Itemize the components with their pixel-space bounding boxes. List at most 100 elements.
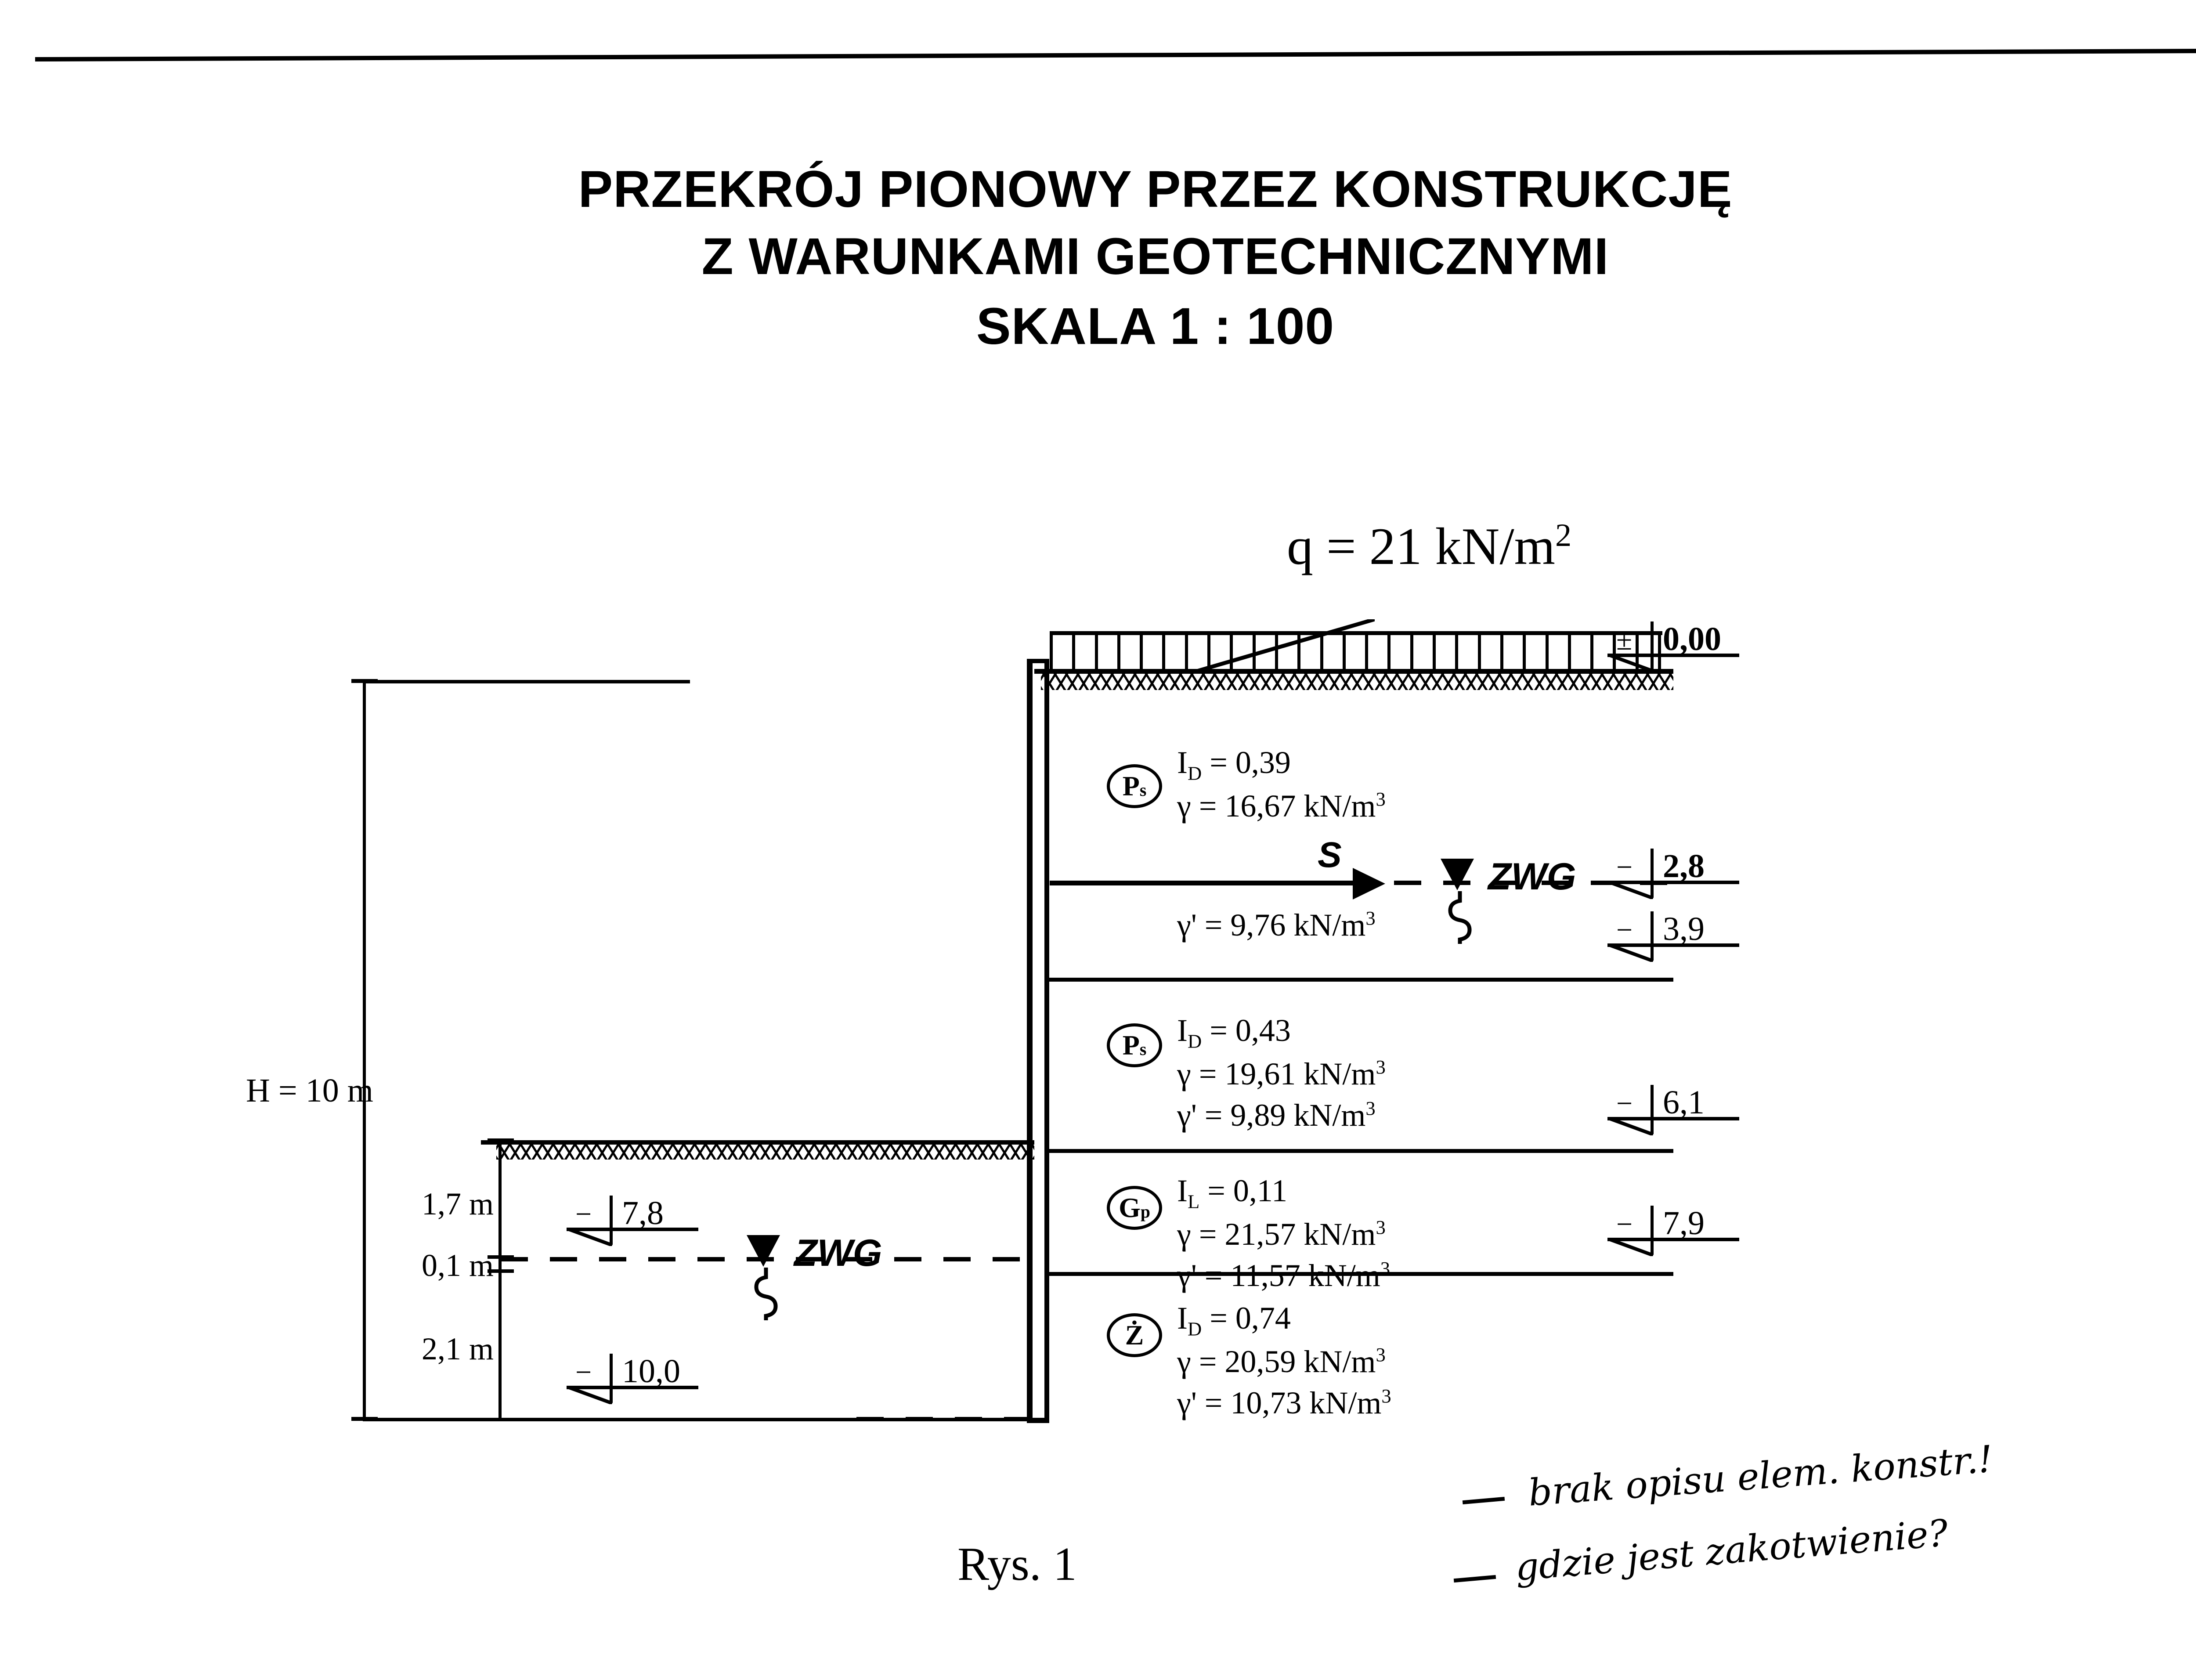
anchor-force-label: S (1318, 835, 1342, 875)
height-dimension-tick-top (351, 679, 378, 683)
soil-submerged-unit-weight-1: γ' = 9,76 kN/m3 (1177, 907, 1376, 943)
elevation-leader (1607, 1117, 1739, 1120)
water-table-squiggle-icon (754, 1268, 778, 1320)
surcharge-tick (1500, 634, 1503, 670)
surcharge-tick (1387, 634, 1391, 670)
elevation-leader (1607, 881, 1739, 884)
anchor-force-arrow-head (1353, 868, 1385, 900)
elevation-arrow-icon (1607, 1117, 1653, 1135)
segment-label-1: 1,7 m (422, 1186, 494, 1221)
header-rule (35, 48, 2196, 61)
surcharge-top-bar (1050, 631, 1662, 635)
surcharge-tick (1635, 634, 1639, 670)
surcharge-tick (1568, 634, 1571, 670)
elevation-sign: − (1616, 1087, 1633, 1120)
surcharge-tick (1207, 634, 1211, 670)
elevation-marker-right-4: −6,1 (1607, 1085, 1752, 1151)
elevation-arrow-icon (1607, 654, 1653, 672)
soil-consistency-index: ID = 0,43 (1177, 1013, 1291, 1052)
elevation-sign: − (575, 1356, 592, 1388)
elevation-marker-right-3: −3,9 (1607, 911, 1752, 977)
height-dimension-line (363, 681, 366, 1420)
soil-unit-weight: γ = 20,59 kN/m3 (1177, 1344, 1386, 1380)
segment-tick-mid-2 (488, 1269, 514, 1273)
elevation-marker-right-5: −7,9 (1607, 1206, 1752, 1272)
surcharge-load-bars (1050, 631, 1662, 670)
elevation-leader (567, 1386, 698, 1389)
ground-hatch-excavation (496, 1144, 1034, 1160)
soil-consistency-index: IL = 0,11 (1177, 1173, 1288, 1213)
soil-symbol-subscript: s (1139, 1040, 1147, 1059)
surcharge-tick (1050, 634, 1053, 670)
elevation-tick (1651, 1085, 1654, 1134)
surcharge-tick (1613, 634, 1616, 670)
surcharge-tick (1658, 634, 1661, 670)
soil-symbol-letter: P (1122, 770, 1140, 802)
segment-label-2: 0,1 m (422, 1248, 494, 1283)
elevation-value: 10,0 (622, 1353, 680, 1390)
surcharge-tick (1320, 634, 1323, 670)
elevation-arrow-icon (567, 1386, 612, 1404)
height-dimension-top-extension (363, 680, 690, 683)
segment-tick-bottom (488, 1418, 514, 1421)
segment-dimension-line (498, 1140, 502, 1421)
title-line-1: PRZEKRÓJ PIONOWY PRZEZ KONSTRUKCJĘ (578, 160, 1733, 218)
surcharge-tick (1117, 634, 1120, 670)
surcharge-tick (1275, 634, 1278, 670)
height-dimension-tick-bottom (351, 1417, 378, 1421)
surcharge-tick (1230, 634, 1233, 670)
soil-unit-weight: γ = 19,61 kN/m3 (1177, 1056, 1386, 1092)
handwritten-note-2: gdzie jest zakotwienie? (1513, 1511, 1950, 1589)
soil-submerged-unit-weight: γ' = 9,89 kN/m3 (1177, 1097, 1376, 1133)
ground-surface-line-retained (1034, 669, 1673, 674)
elevation-tick (610, 1354, 613, 1403)
elevation-value: 0,00 (1663, 621, 1721, 658)
surcharge-tick (1433, 634, 1436, 670)
segment-tick-mid-1 (488, 1255, 514, 1259)
soil-submerged-unit-weight: γ' = 11,57 kN/m3 (1177, 1257, 1391, 1293)
elevation-sign: − (1616, 851, 1633, 883)
handwriting-dash-1 (1462, 1496, 1505, 1505)
surcharge-tick (1477, 634, 1481, 670)
page-title: PRZEKRÓJ PIONOWY PRZEZ KONSTRUKCJĘ Z WAR… (0, 156, 2196, 362)
soil-submerged-unit-weight: γ' = 10,73 kN/m3 (1177, 1385, 1391, 1421)
elevation-tick (1651, 621, 1654, 671)
soil-consistency-index: ID = 0,39 (1177, 745, 1291, 784)
elevation-marker-left-2: −10,0 (567, 1354, 712, 1420)
water-table-squiggle-icon (1448, 891, 1472, 944)
water-table-triangle-icon (1441, 859, 1474, 890)
elevation-sign: − (1616, 1208, 1633, 1240)
elevation-tick (1651, 849, 1654, 898)
elevation-tick (610, 1196, 613, 1245)
soil-consistency-index: ID = 0,74 (1177, 1301, 1291, 1340)
surcharge-tick (1162, 634, 1166, 670)
strata-boundary-line-1 (1049, 978, 1673, 982)
handwritten-note-1: brak opisu elem. konstr.! (1527, 1437, 1994, 1514)
anchor-force-arrow-shaft (1050, 881, 1359, 885)
segment-tick-top (488, 1138, 514, 1142)
sheet-pile-wall-inner-face (1044, 659, 1049, 1423)
surcharge-tick (1252, 634, 1256, 670)
wall-top-cap (1027, 659, 1049, 663)
soil-symbol-letter: Ż (1125, 1319, 1144, 1351)
excavation-base-line (481, 1140, 1034, 1145)
soil-parameters-2: ID = 0,43 γ = 19,61 kN/m3 γ' = 9,89 kN/m3 (1177, 1010, 1386, 1136)
segment-label-3: 2,1 m (422, 1331, 494, 1366)
surcharge-tick (1590, 634, 1594, 670)
ground-hatch-retained (1041, 672, 1673, 690)
strata-boundary-line-2 (1049, 1149, 1673, 1153)
elevation-tick (1651, 911, 1654, 961)
elevation-leader (1607, 1238, 1739, 1241)
elevation-leader (567, 1228, 698, 1231)
surcharge-tick (1072, 634, 1076, 670)
surcharge-tick (1455, 634, 1459, 670)
soil-symbol-subscript: p (1140, 1202, 1150, 1222)
soil-symbol-subscript: s (1139, 780, 1147, 800)
height-dimension-label: H = 10 m (246, 1072, 373, 1109)
elevation-value: 6,1 (1663, 1084, 1705, 1121)
elevation-arrow-icon (1607, 943, 1653, 962)
surcharge-load-label: q = 21 kN/m2 (1287, 516, 1571, 577)
